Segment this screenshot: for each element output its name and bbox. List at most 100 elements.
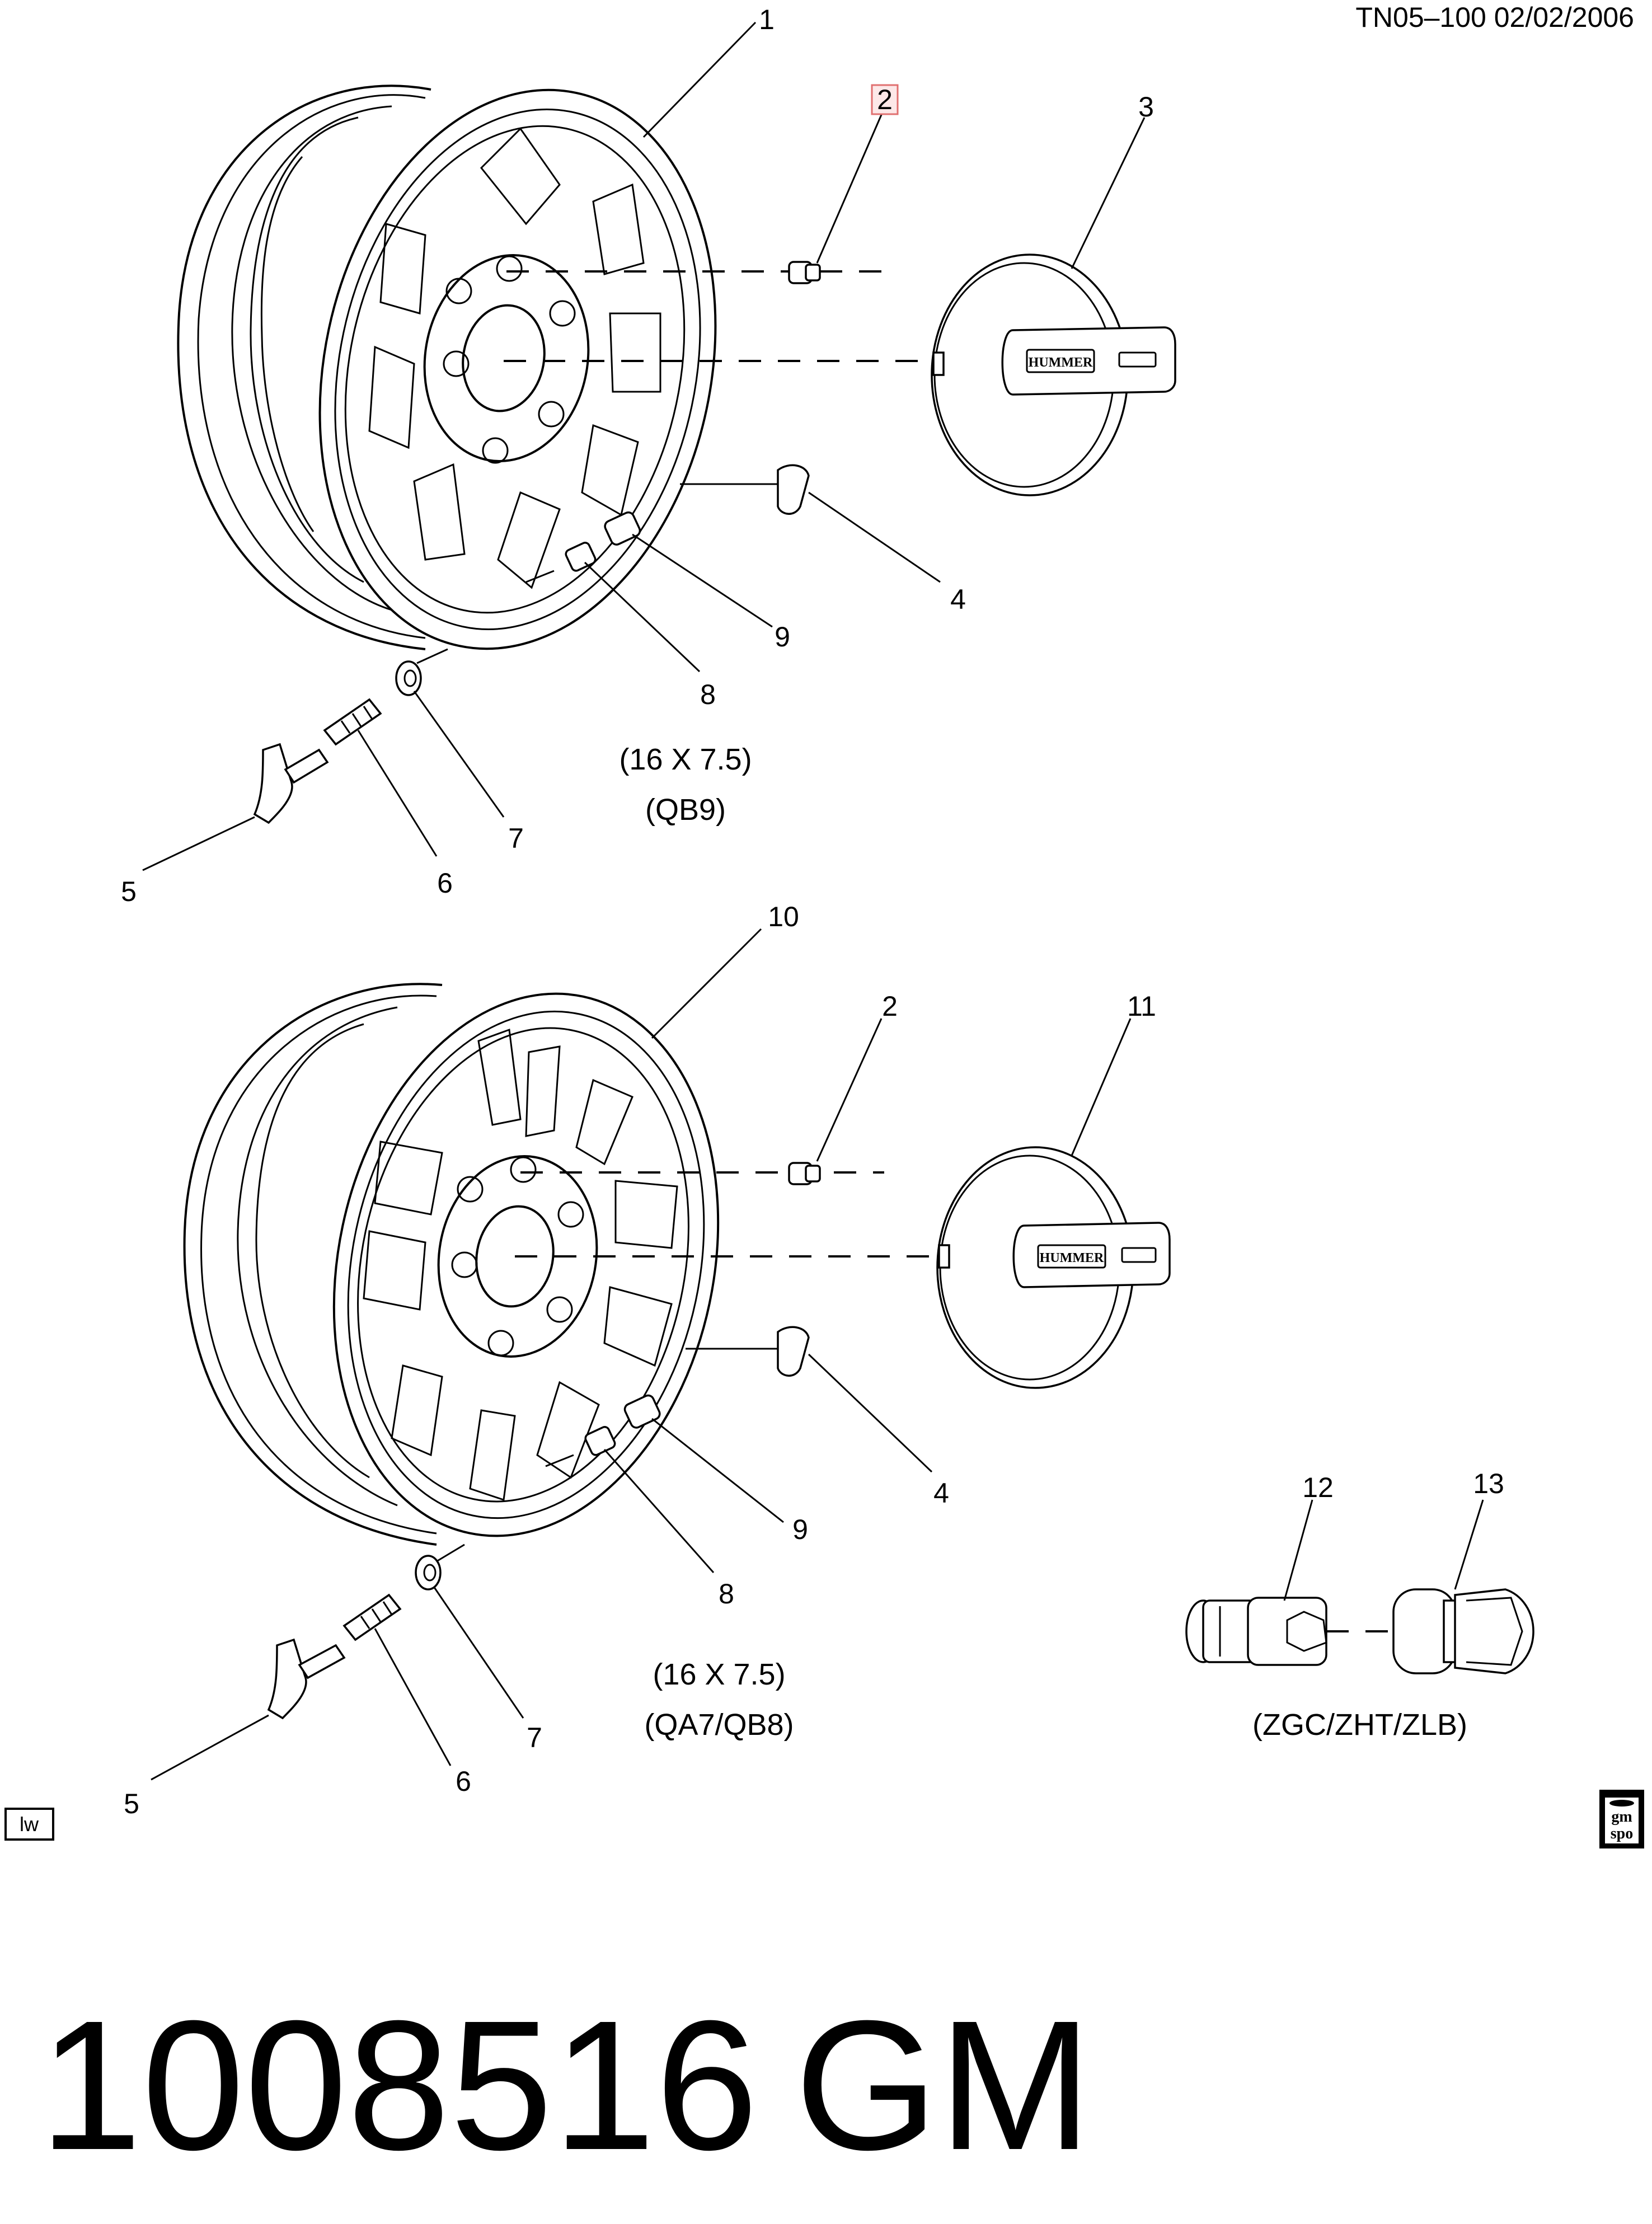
spoke-window xyxy=(477,1028,522,1126)
cap-brand-logo: HUMMER xyxy=(1040,1251,1104,1265)
lug-hole xyxy=(443,350,470,377)
spoke-window xyxy=(614,1180,678,1249)
leader-2 xyxy=(816,114,883,264)
balance-weight-bottom xyxy=(777,1326,810,1377)
leader-11 xyxy=(1071,1018,1132,1156)
lug-nut-bottom xyxy=(788,1162,821,1185)
callout-2: 2 xyxy=(882,991,898,1022)
spoke-window xyxy=(609,312,661,393)
center-cap-bottom: HUMMER xyxy=(936,1146,1171,1389)
rim-back-edge-inner xyxy=(200,994,437,1535)
callout-4: 4 xyxy=(950,584,966,615)
spoke-window xyxy=(391,1364,443,1457)
callout-12: 12 xyxy=(1302,1472,1334,1503)
lug-hole xyxy=(482,437,509,464)
spoke-window xyxy=(413,463,466,561)
center-bore xyxy=(462,304,546,412)
svg-text:gm: gm xyxy=(1611,1808,1632,1826)
rim-groove-1 xyxy=(237,1006,398,1507)
hub-flange xyxy=(423,254,590,462)
callout-11: 11 xyxy=(1127,991,1156,1022)
spoke-window xyxy=(592,183,645,275)
callout-8: 8 xyxy=(700,679,716,710)
valve-stem-through xyxy=(525,570,555,583)
center-bore xyxy=(475,1205,555,1308)
leader-12 xyxy=(1283,1499,1313,1601)
corner-tag-lw: lw xyxy=(4,1808,54,1841)
spoke-window xyxy=(363,1230,426,1311)
lug-hole xyxy=(549,300,576,327)
wheel-lock-kit: 12 13 (ZGC/ZHT/ZLB) xyxy=(1185,1468,1534,1742)
rim-groove-3 xyxy=(260,156,315,532)
center-cap-top: HUMMER xyxy=(931,254,1176,496)
valve-stem-bottom xyxy=(342,1593,402,1641)
washer-bottom xyxy=(415,1555,442,1590)
leader-8 xyxy=(584,561,701,673)
callout-3: 3 xyxy=(1138,91,1154,123)
lug-hole xyxy=(445,278,472,304)
lock-nut xyxy=(1392,1588,1534,1674)
callout-9: 9 xyxy=(775,621,790,653)
rim-face-lip xyxy=(347,1010,705,1519)
caption-code-top: (QB9) xyxy=(645,793,726,827)
spoke-window xyxy=(469,1409,516,1501)
tpms-sensor-top xyxy=(253,743,293,824)
leader-4a xyxy=(808,1353,933,1473)
callout-2-highlight-box xyxy=(871,84,899,115)
rim-face-lip xyxy=(334,109,701,630)
lug-hole xyxy=(510,1156,537,1183)
leader-9 xyxy=(632,533,773,628)
rim-face-inner xyxy=(344,125,686,614)
rim-back-edge-inner xyxy=(197,94,426,639)
leader-13 xyxy=(1454,1499,1484,1590)
spoke-window xyxy=(379,223,426,315)
lock-key xyxy=(1185,1597,1327,1666)
footer-part-number: 1008516 xyxy=(39,1982,758,2188)
callout-9: 9 xyxy=(792,1514,808,1545)
leader-3 xyxy=(1071,117,1146,269)
svg-text:lw: lw xyxy=(20,1813,39,1836)
lug-hole xyxy=(451,1251,478,1278)
spoke-window xyxy=(368,345,415,449)
tpms-sensor-bottom xyxy=(267,1638,307,1720)
gm-spo-logo: gm spo xyxy=(1599,1790,1644,1848)
wheel-assembly-bottom: HUMMER 10 2 11 4 9 8 7 6 5 xyxy=(124,901,1171,1819)
lug-hole xyxy=(496,255,523,282)
callout-7: 7 xyxy=(508,823,524,854)
callout-5: 5 xyxy=(124,1788,139,1819)
spoke-window xyxy=(480,127,561,226)
wheel-assembly-top: HUMMER xyxy=(121,4,1176,907)
lug-nut-top xyxy=(788,261,821,284)
callout-6: 6 xyxy=(437,867,453,899)
leader-10 xyxy=(651,928,762,1039)
lock-kit-caption: (ZGC/ZHT/ZLB) xyxy=(1252,1708,1467,1742)
spoke-window xyxy=(536,1381,600,1479)
valve-cap-top xyxy=(604,511,641,546)
spoke-window xyxy=(525,1045,561,1137)
caption-size-bottom: (16 X 7.5) xyxy=(653,1658,785,1691)
callout-13: 13 xyxy=(1473,1468,1504,1499)
callout-7: 7 xyxy=(527,1722,542,1753)
callout-10: 10 xyxy=(768,901,799,932)
lug-hole xyxy=(557,1201,584,1228)
leader-4a xyxy=(808,491,941,583)
callout-8: 8 xyxy=(719,1578,734,1610)
lug-hole xyxy=(546,1296,573,1323)
rim-face-inner xyxy=(357,1027,689,1503)
rim-back-edge xyxy=(177,85,431,650)
leader-6 xyxy=(357,730,438,857)
callout-5: 5 xyxy=(121,876,137,907)
rim-back-edge xyxy=(183,983,443,1546)
callout-6: 6 xyxy=(456,1766,471,1797)
valve-nut-top xyxy=(565,542,597,572)
valve-cap-bottom xyxy=(623,1394,661,1429)
cap-emblem-bar xyxy=(1012,1222,1171,1288)
rim-face-outer xyxy=(332,992,720,1537)
leader-5 xyxy=(142,816,255,871)
valve-stem-top xyxy=(323,698,382,746)
footer-brand: GM xyxy=(795,1982,1092,2188)
spoke-window xyxy=(603,1286,673,1367)
leader-rim-washer xyxy=(436,1543,465,1563)
spoke-window xyxy=(581,424,639,517)
